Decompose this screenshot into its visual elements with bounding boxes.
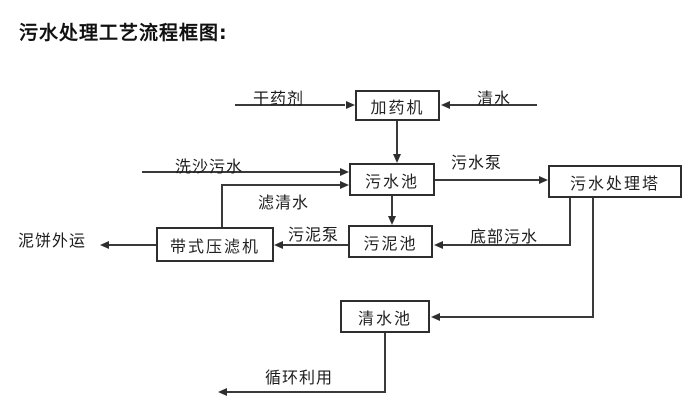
edge-dry-agent-line — [235, 104, 345, 106]
edge-label-sludge-pump: 污泥泵 — [288, 225, 340, 244]
edge-dosing-to-sewage-line — [396, 121, 398, 155]
node-clean-water-pool: 清水池 — [340, 300, 430, 333]
edge-recycle-line — [227, 391, 385, 393]
edge-sand-wash-line — [142, 171, 341, 173]
arrowhead-left-icon — [100, 241, 109, 249]
node-sludge-pool: 污泥池 — [348, 225, 433, 258]
arrowhead-left-icon — [441, 101, 450, 109]
arrowhead-down-icon — [388, 216, 396, 225]
edge-label-bottom-sewage: 底部污水 — [470, 227, 539, 246]
arrowhead-right-icon — [340, 168, 349, 176]
edge-tower-to-clean-line — [440, 316, 593, 318]
arrowhead-right-icon — [539, 176, 548, 184]
edge-sludge-pump-line — [283, 244, 348, 246]
edge-label-recycle-use: 循环利用 — [265, 368, 334, 387]
edge-bottom-sewage-line — [443, 244, 570, 246]
edge-tower-to-clean-vline — [592, 198, 594, 318]
edge-sewage-pump-line — [435, 179, 539, 181]
edge-filtered-water-vline — [221, 184, 223, 227]
node-treatment-tower: 污水处理塔 — [548, 165, 682, 198]
node-belt-filter-press: 带式压滤机 — [156, 227, 274, 262]
arrowhead-down-icon — [393, 154, 401, 163]
edge-label-mud-cake-out: 泥饼外运 — [18, 231, 87, 250]
arrowhead-left-icon — [434, 241, 443, 249]
edge-sewage-to-sludge-line — [391, 196, 393, 217]
page-title: 污水处理工艺流程框图: — [19, 22, 228, 44]
edge-bottom-sewage-vline — [569, 198, 571, 246]
edge-label-dry-agent: 干药剂 — [253, 89, 305, 108]
edge-label-sewage-pump: 污水泵 — [451, 153, 503, 172]
arrowhead-left-icon — [218, 388, 227, 396]
edge-mud-cake-line — [109, 244, 156, 246]
edge-label-clean-water: 清水 — [477, 89, 512, 108]
arrowhead-left-icon — [431, 313, 440, 321]
edge-clean-water-line — [450, 104, 537, 106]
arrowhead-left-icon — [274, 241, 283, 249]
node-dosing-machine: 加药机 — [355, 90, 440, 121]
arrowhead-right-icon — [340, 181, 349, 189]
edge-recycle-vline — [384, 333, 386, 393]
edge-label-sand-wash-sewage: 洗沙污水 — [175, 157, 244, 176]
arrowhead-right-icon — [346, 101, 355, 109]
node-sewage-pool: 污水池 — [349, 163, 435, 196]
edge-label-filtered-water: 滤清水 — [258, 193, 310, 212]
edge-filtered-water-line — [221, 184, 340, 186]
